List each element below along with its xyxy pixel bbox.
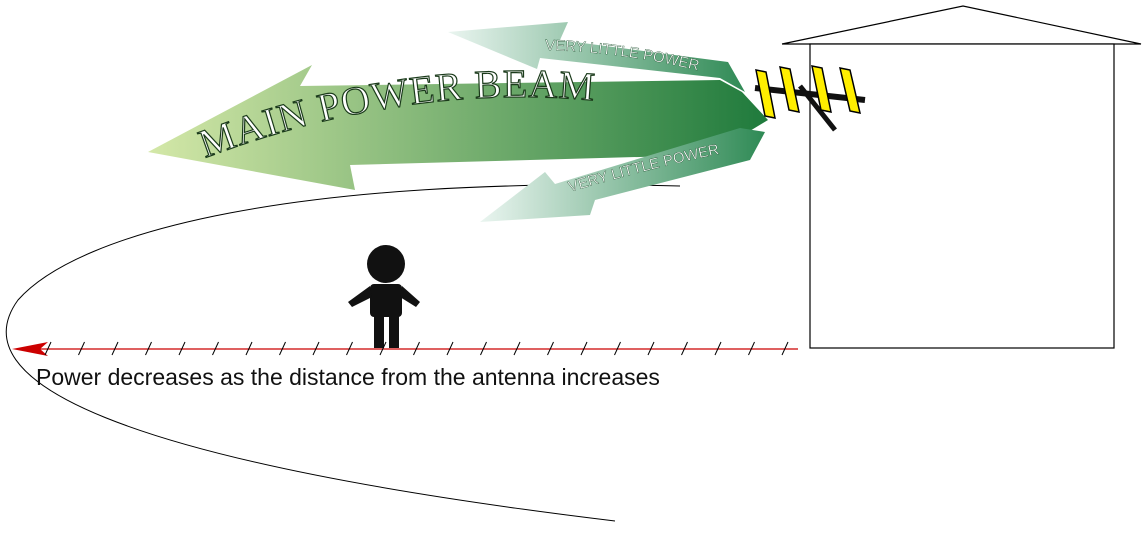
antenna-element-3: [811, 65, 832, 113]
yagi-antenna: [754, 65, 866, 132]
distance-tick: [647, 341, 655, 356]
distance-tick: [480, 341, 487, 356]
house: [781, 5, 1142, 349]
distance-tick: [714, 341, 722, 356]
distance-tick: [547, 341, 554, 356]
house-wall: [809, 43, 1115, 349]
person-head: [367, 245, 405, 283]
radiation-pattern-outline: [5, 184, 681, 522]
caption: Power decreases as the distance from the…: [36, 364, 660, 390]
antenna-element-1: [755, 69, 776, 119]
antenna-element-2: [779, 66, 800, 113]
person-left-leg: [374, 315, 384, 348]
person-body: [370, 284, 402, 317]
distance-tick: [145, 341, 152, 356]
person-left-arm: [348, 286, 372, 307]
distance-arrowhead: [12, 342, 48, 356]
distance-tick: [379, 341, 387, 356]
distance-ticks: [44, 341, 789, 356]
distance-tick: [580, 341, 588, 356]
distance-tick: [446, 341, 454, 356]
distance-tick: [212, 341, 219, 356]
distance-tick: [312, 341, 320, 356]
person-figure: [348, 245, 420, 348]
distance-tick: [44, 341, 52, 356]
person-right-leg: [389, 315, 399, 348]
distance-arrow: [12, 341, 798, 356]
distance-tick: [279, 341, 286, 356]
distance-tick: [748, 341, 755, 356]
distance-tick: [78, 341, 85, 356]
distance-tick: [513, 341, 521, 356]
distance-tick: [346, 341, 353, 356]
distance-tick: [781, 341, 789, 356]
distance-tick: [245, 341, 253, 356]
distance-tick: [681, 341, 688, 356]
distance-tick: [111, 341, 119, 356]
distance-tick: [614, 341, 621, 356]
house-roof: [781, 5, 1142, 45]
antenna-element-4: [839, 67, 861, 114]
person-right-arm: [400, 286, 420, 307]
distance-tick: [413, 341, 420, 356]
distance-tick: [178, 341, 186, 356]
